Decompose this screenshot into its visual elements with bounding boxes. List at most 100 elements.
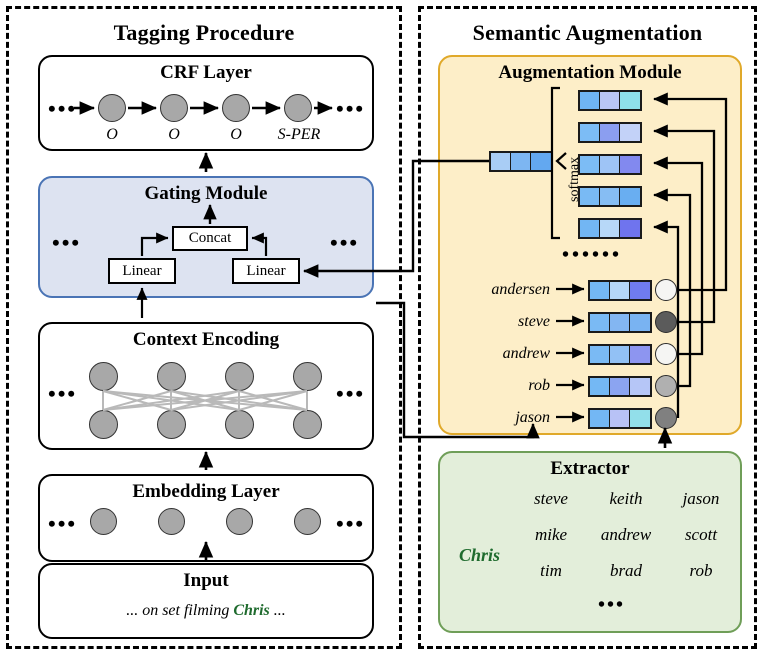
extractor-title: Extractor: [550, 458, 630, 479]
extractor-word: jason: [682, 489, 720, 508]
crf-tag: S-PER: [277, 126, 321, 143]
query-vector: [489, 151, 553, 172]
extractor-tail-ellipsis: •••: [598, 594, 626, 616]
candidate-vector-0-cell-0: [590, 282, 610, 299]
softmax-row-4-cell-2: [620, 220, 640, 237]
softmax-row: [578, 218, 642, 239]
semantic-augmentation-title: Semantic Augmentation: [472, 20, 703, 45]
softmax-row-0-cell-2: [620, 92, 640, 109]
input-prefix: ... on set filming: [126, 602, 234, 619]
extractor-word: mike: [534, 525, 568, 544]
crf-tag: O: [106, 126, 118, 143]
candidate-label: steve: [518, 313, 550, 330]
extractor-word: tim: [540, 561, 562, 580]
candidate-score-circle: [655, 311, 677, 333]
linear-right-box[interactable]: Linear: [232, 258, 300, 284]
embedding-node: [158, 508, 185, 535]
softmax-row-4-cell-1: [600, 220, 620, 237]
crf-right-ellipsis: •••: [336, 96, 366, 121]
input-box: [38, 563, 374, 639]
softmax-row-0-cell-0: [580, 92, 600, 109]
crf-tag: O: [230, 126, 242, 143]
query-vector-cell-1: [511, 153, 531, 170]
context-right-ellipsis: •••: [336, 381, 366, 406]
softmax-row: [578, 154, 642, 175]
context-node-top: [89, 362, 118, 391]
input-entity: Chris: [233, 602, 270, 619]
linear-left-box[interactable]: Linear: [108, 258, 176, 284]
context-node-bottom: [157, 410, 186, 439]
context-node-top: [225, 362, 254, 391]
softmax-row-1-cell-1: [600, 124, 620, 141]
candidate-vector-1-cell-1: [610, 314, 630, 331]
embedding-node: [226, 508, 253, 535]
candidate-vector-4-cell-2: [630, 410, 650, 427]
input-suffix: ...: [269, 602, 286, 619]
softmax-row-2-cell-1: [600, 156, 620, 173]
crf-node: [160, 94, 188, 122]
context-node-bottom: [225, 410, 254, 439]
candidate-vector: [588, 280, 652, 301]
extractor-query: Chris: [459, 545, 501, 565]
input-sentence: ... on set filming Chris ...: [38, 602, 374, 620]
candidate-vector-2-cell-0: [590, 346, 610, 363]
context-node-bottom: [293, 410, 322, 439]
embedding-left-ellipsis: •••: [48, 511, 78, 536]
candidate-vector: [588, 376, 652, 397]
candidate-label: jason: [515, 409, 550, 426]
extractor-word: andrew: [600, 525, 652, 544]
extractor-word: steve: [534, 489, 568, 508]
softmax-row: [578, 122, 642, 143]
softmax-row-1-cell-2: [620, 124, 640, 141]
softmax-row-4-cell-0: [580, 220, 600, 237]
context-node-top: [293, 362, 322, 391]
gating-right-ellipsis: •••: [330, 230, 360, 255]
softmax-row-3-cell-1: [600, 188, 620, 205]
candidate-vector-4-cell-1: [610, 410, 630, 427]
candidate-vector: [588, 344, 652, 365]
candidate-vector-2-cell-1: [610, 346, 630, 363]
extractor-word: rob: [689, 561, 713, 580]
candidate-vector-3-cell-2: [630, 378, 650, 395]
candidate-vector: [588, 312, 652, 333]
extractor-word: brad: [609, 561, 643, 580]
embedding-layer-title: Embedding Layer: [132, 481, 280, 502]
input-title: Input: [183, 570, 229, 591]
embedding-node: [90, 508, 117, 535]
candidate-vector-0-cell-1: [610, 282, 630, 299]
context-node-top: [157, 362, 186, 391]
candidate-score-circle: [655, 279, 677, 301]
extractor-word: scott: [684, 525, 718, 544]
candidate-label: andrew: [502, 345, 550, 362]
softmax-row: [578, 90, 642, 111]
candidate-label: rob: [528, 377, 550, 394]
concat-box[interactable]: Concat: [172, 226, 248, 251]
crf-layer-title: CRF Layer: [160, 62, 252, 83]
context-node-bottom: [89, 410, 118, 439]
gating-module-title: Gating Module: [144, 183, 268, 204]
candidate-vector-2-cell-2: [630, 346, 650, 363]
query-vector-cell-2: [531, 153, 551, 170]
candidate-vector-3-cell-1: [610, 378, 630, 395]
crf-left-ellipsis: •••: [48, 96, 78, 121]
candidate-vector-1-cell-0: [590, 314, 610, 331]
candidate-score-circle: [655, 407, 677, 429]
context-encoding-title: Context Encoding: [132, 329, 280, 350]
candidate-score-circle: [655, 343, 677, 365]
gating-left-ellipsis: •••: [52, 230, 82, 255]
softmax-row-1-cell-0: [580, 124, 600, 141]
candidate-vector-0-cell-2: [630, 282, 650, 299]
augmentation-middle-ellipsis: ••••••: [562, 244, 623, 266]
augmentation-module-title: Augmentation Module: [498, 62, 682, 83]
softmax-row-0-cell-1: [600, 92, 620, 109]
softmax-row: [578, 186, 642, 207]
crf-node: [284, 94, 312, 122]
candidate-vector: [588, 408, 652, 429]
embedding-node: [294, 508, 321, 535]
tagging-procedure-title: Tagging Procedure: [113, 20, 295, 45]
extractor-word: keith: [609, 489, 643, 508]
crf-node: [222, 94, 250, 122]
embedding-right-ellipsis: •••: [336, 511, 366, 536]
softmax-row-3-cell-0: [580, 188, 600, 205]
query-vector-cell-0: [491, 153, 511, 170]
